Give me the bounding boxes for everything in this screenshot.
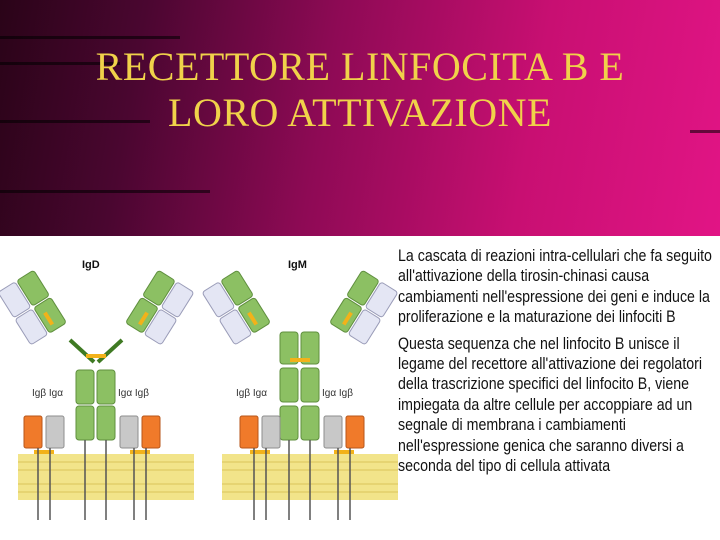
paragraph-1: La cascata di reazioni intra-cellulari c… — [398, 246, 718, 328]
igd-chain-label-left: Igβ Igα — [32, 388, 63, 399]
igd-label: IgD — [82, 259, 100, 271]
cell-membrane — [18, 454, 398, 500]
decorative-streak — [690, 130, 720, 133]
explanation-text: La cascata di reazioni intra-cellulari c… — [398, 246, 718, 482]
igm-label: IgM — [288, 259, 307, 271]
paragraph-2: Questa sequenza che nel linfocito B unis… — [398, 334, 718, 477]
bcr-diagram: IgD Igβ Igα — [0, 236, 400, 540]
igm-chain-label-right: Igα Igβ — [322, 388, 353, 399]
decorative-streak — [0, 36, 180, 39]
igd-chain-label-right: Igα Igβ — [118, 388, 149, 399]
slide-title: RECETTORE LINFOCITA B E LORO ATTIVAZIONE — [40, 44, 680, 136]
decorative-streak — [0, 190, 210, 193]
igm-chain-label-left: Igβ Igα — [236, 388, 267, 399]
